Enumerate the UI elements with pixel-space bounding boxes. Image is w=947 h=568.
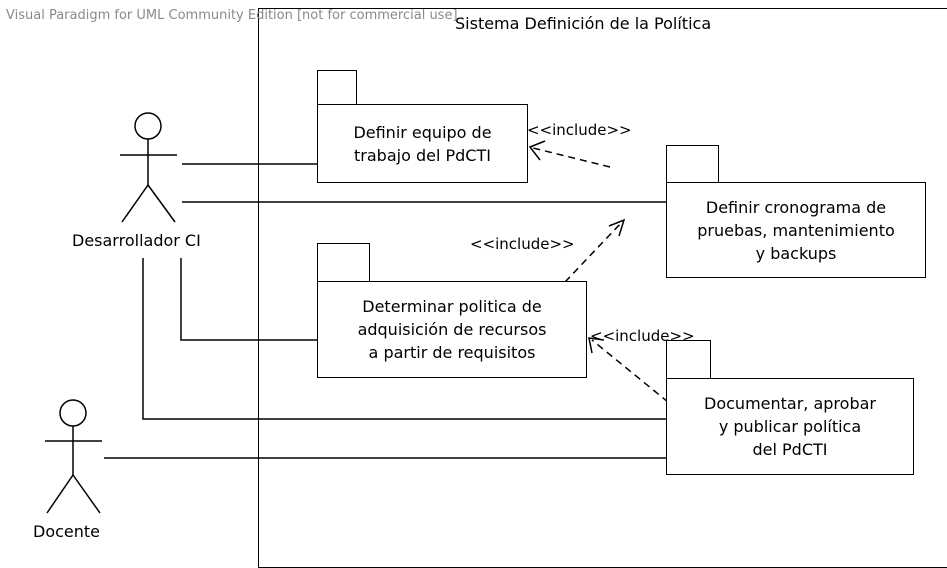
include-arrow-3-head bbox=[588, 337, 605, 354]
include-arrow-1-head bbox=[528, 140, 546, 161]
usecase-definir-equipo-label: Definir equipo de trabajo del PdCTI bbox=[353, 122, 492, 165]
diagram-canvas bbox=[45, 112, 669, 514]
include-arrow-2-head bbox=[608, 218, 626, 237]
include-label-1: <<include>> bbox=[527, 121, 632, 139]
usecase-determinar-politica-tab bbox=[317, 243, 370, 283]
usecase-documentar-tab bbox=[666, 340, 711, 380]
association-dev-documentar bbox=[142, 258, 666, 420]
actor-desarrollador-name: Desarrollador CI bbox=[72, 231, 201, 250]
usecase-definir-equipo-tab bbox=[317, 70, 357, 106]
include-arrow-1-line bbox=[532, 147, 611, 168]
actor-docente-name: Docente bbox=[33, 522, 101, 541]
usecase-documentar-label: Documentar, aprobar y publicar política … bbox=[704, 394, 876, 459]
actor-docente-figure bbox=[45, 399, 102, 514]
usecase-documentar[interactable]: Documentar, aprobar y publicar política … bbox=[666, 378, 914, 475]
usecase-definir-cronograma[interactable]: Definir cronograma de pruebas, mantenimi… bbox=[666, 182, 926, 278]
usecase-definir-cronograma-tab bbox=[666, 145, 719, 184]
usecase-determinar-politica[interactable]: Determinar politica de adquisición de re… bbox=[317, 281, 587, 378]
include-label-2: <<include>> bbox=[470, 235, 575, 253]
association-dev-politica bbox=[180, 258, 318, 341]
actor-desarrollador-figure bbox=[120, 112, 177, 223]
usecase-definir-equipo[interactable]: Definir equipo de trabajo del PdCTI bbox=[317, 104, 528, 183]
system-title: Sistema Definición de la Política bbox=[455, 14, 712, 33]
include-arrow-2-line bbox=[564, 221, 623, 283]
include-label-3: <<include>> bbox=[590, 327, 695, 345]
watermark: Visual Paradigm for UML Community Editio… bbox=[6, 8, 458, 23]
usecase-determinar-politica-label: Determinar politica de adquisición de re… bbox=[357, 297, 547, 362]
usecase-definir-cronograma-label: Definir cronograma de pruebas, mantenimi… bbox=[697, 197, 895, 263]
include-arrow-3-line bbox=[591, 339, 669, 403]
